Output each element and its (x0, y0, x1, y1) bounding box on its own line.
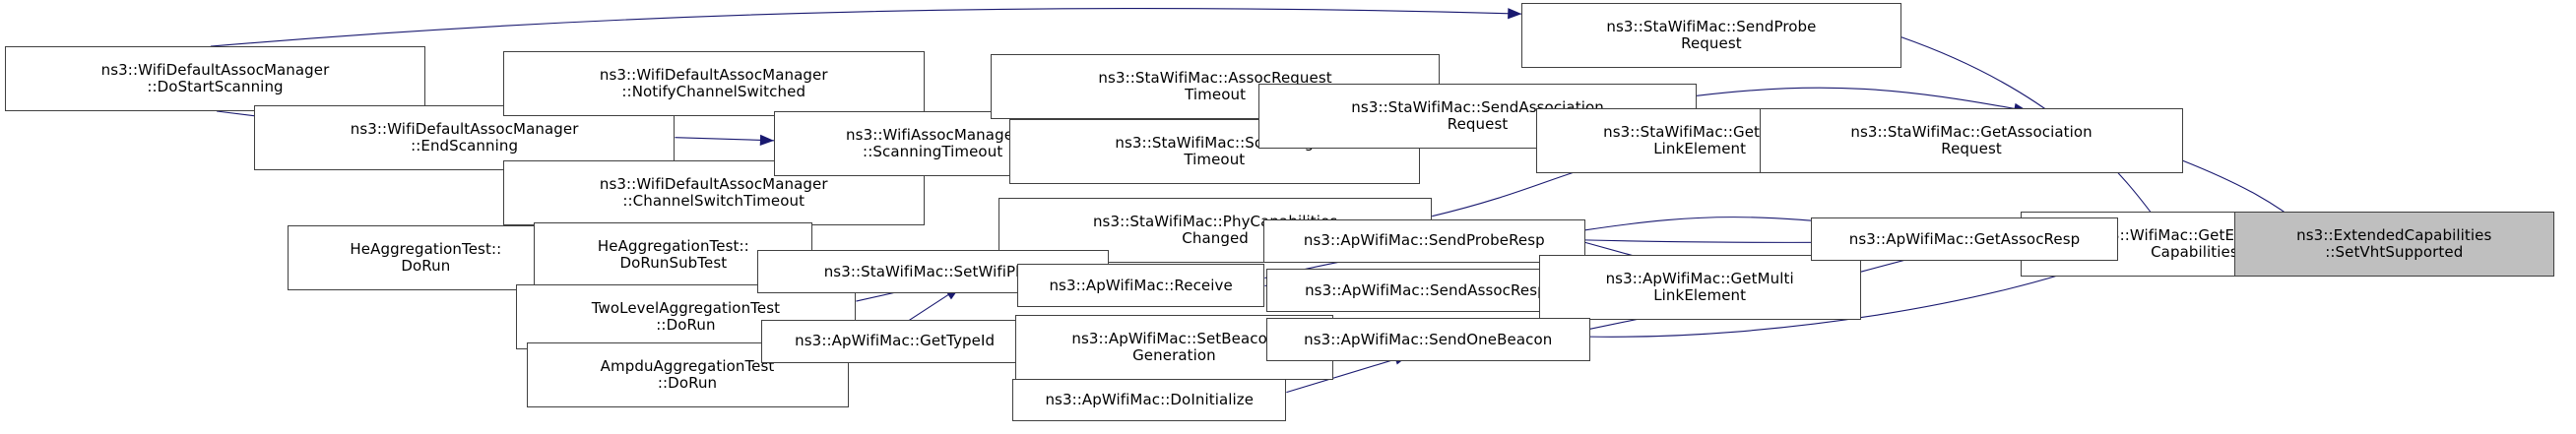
graph-edge (211, 9, 1522, 47)
graph-node[interactable]: ns3::ApWifiMac::SendProbeResp (1262, 218, 1585, 263)
graph-node[interactable]: ns3::ExtendedCapabilities ::SetVhtSuppor… (2233, 212, 2554, 277)
graph-node[interactable]: ns3::ApWifiMac::SendOneBeacon (1265, 318, 1590, 362)
graph-node[interactable]: ns3::WifiDefaultAssocManager ::NotifyCha… (502, 50, 925, 116)
edge-arrowhead (759, 134, 775, 147)
graph-node[interactable]: ns3::ApWifiMac::DoInitialize (1012, 378, 1287, 422)
graph-node[interactable]: ns3::StaWifiMac::AssocRequest Timeout (991, 53, 1441, 119)
graph-node[interactable]: ns3::ApWifiMac::GetAssocResp (1811, 217, 2118, 262)
graph-node[interactable]: ns3::ApWifiMac::SendAssocResp (1265, 269, 1585, 312)
graph-node[interactable]: ns3::WifiDefaultAssocManager ::DoStartSc… (4, 46, 426, 111)
graph-node[interactable]: HeAggregationTest:: DoRun (288, 225, 564, 291)
graph-node[interactable]: ns3::ApWifiMac::GetTypeId (761, 319, 1028, 363)
edge-arrowhead (1508, 8, 1522, 20)
graph-edge (675, 138, 774, 141)
graph-node[interactable]: ns3::StaWifiMac::SendProbe Request (1521, 3, 1901, 69)
graph-node[interactable]: ns3::ApWifiMac::Receive (1016, 264, 1265, 308)
graph-node[interactable]: ns3::StaWifiMac::GetAssociation Request (1760, 107, 2183, 173)
graph-node[interactable]: ns3::ApWifiMac::GetMulti LinkElement (1538, 254, 1861, 320)
